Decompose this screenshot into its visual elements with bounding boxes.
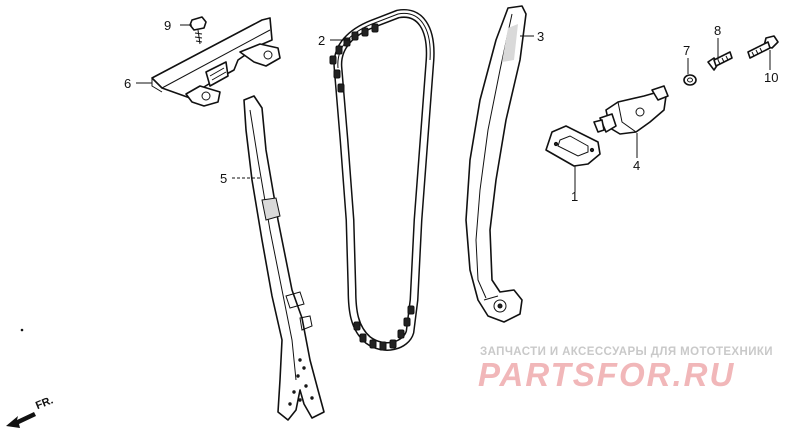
callout-1: 1: [571, 189, 578, 204]
callout-6: 6: [124, 76, 131, 91]
part-7-washer: [683, 74, 697, 86]
stray-mark: [20, 328, 24, 332]
part-10-bolt: [747, 35, 779, 59]
callout-2: 2: [318, 33, 325, 48]
callout-4: 4: [633, 158, 640, 173]
callout-10: 10: [764, 70, 778, 85]
callout-8: 8: [714, 23, 721, 38]
part-2-cam-chain: [329, 8, 435, 351]
part-4-tensioner-lifter: [593, 85, 669, 135]
front-arrow-icon: [6, 412, 36, 428]
part-1-gasket: [545, 125, 601, 167]
part-6-upper-guide: [151, 17, 281, 107]
watermark-tagline: ЗАПЧАСТИ И АКСЕССУАРЫ ДЛЯ МОТОТЕХНИКИ: [480, 346, 773, 358]
leader-lines: [136, 24, 771, 192]
callout-3: 3: [537, 29, 544, 44]
watermark-brand: PARTSFOR.RU: [478, 356, 736, 393]
part-9-bolt: [189, 16, 207, 45]
part-8-bolt: [707, 51, 733, 71]
callout-7: 7: [683, 43, 690, 58]
callout-5: 5: [220, 171, 227, 186]
part-3-tensioner-arm: [465, 5, 527, 323]
callout-9: 9: [164, 18, 171, 33]
part-5-chain-guide: [243, 95, 325, 421]
